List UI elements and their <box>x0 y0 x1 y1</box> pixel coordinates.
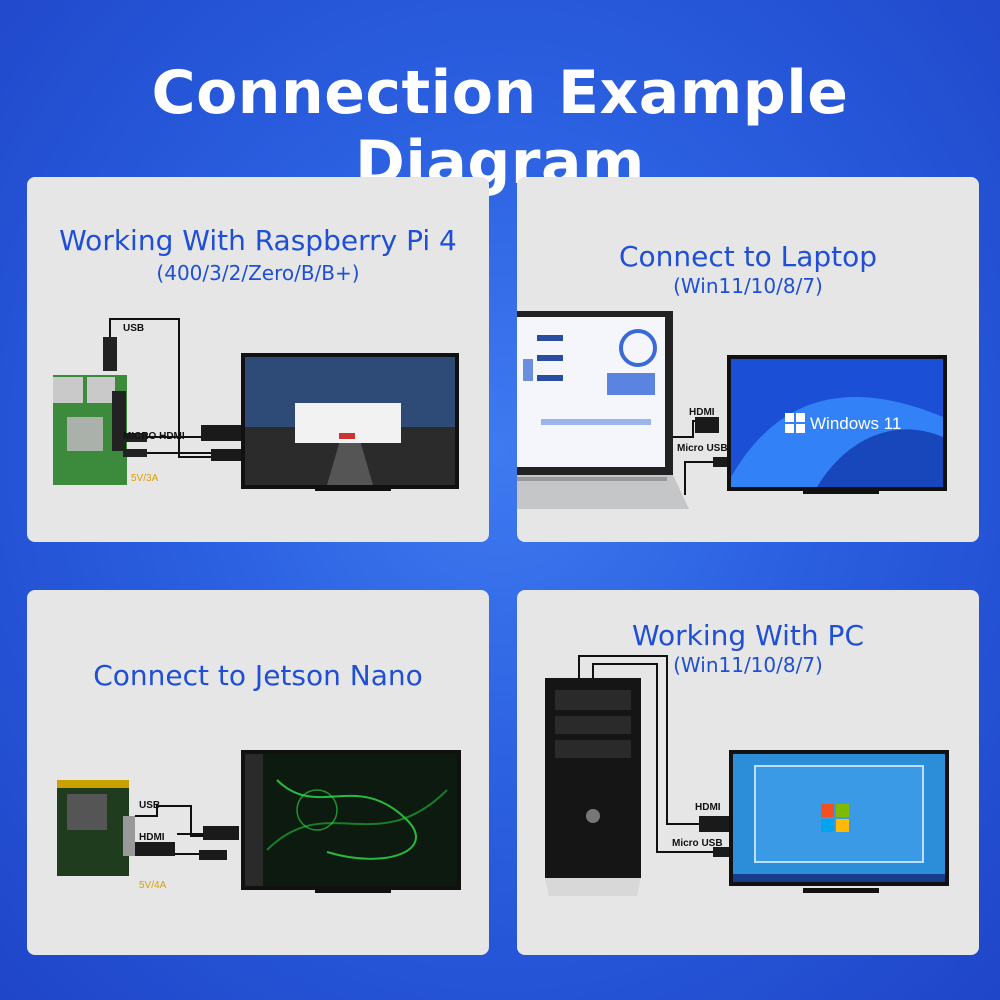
label-power: 5V/3A <box>131 473 159 484</box>
pc-illustration <box>545 655 949 896</box>
laptop-base <box>517 475 689 509</box>
label-hdmi: HDMI <box>689 407 715 418</box>
jetson-nano-illustration <box>57 750 461 893</box>
micro-usb-plug <box>713 457 727 467</box>
micro-usb-plug <box>713 847 729 857</box>
card-laptop: Connect to Laptop (Win11/10/8/7) Windows… <box>517 177 979 542</box>
label-micro-hdmi: MICRO HDMI <box>123 431 185 442</box>
screen-text-windows: Windows 11 <box>810 414 902 433</box>
hdmi-plug <box>699 816 729 832</box>
page-title: Connection Example Diagram <box>151 58 849 198</box>
label-hdmi: HDMI <box>139 832 165 843</box>
hdmi-plug <box>203 826 239 840</box>
card-pc: Working With PC (Win11/10/8/7) HDMI Micr… <box>517 590 979 955</box>
card-title-jetson-nano: Connect to Jetson Nano <box>93 659 423 692</box>
card-subtitle-laptop: (Win11/10/8/7) <box>673 274 823 298</box>
card-subtitle-raspberry-pi: (400/3/2/Zero/B/B+) <box>156 261 360 285</box>
card-title-raspberry-pi: Working With Raspberry Pi 4 <box>59 224 457 257</box>
card-jetson-nano: Connect to Jetson Nano USB HDMI 5V/4A <box>27 590 489 955</box>
label-hdmi: HDMI <box>695 802 721 813</box>
label-usb: USB <box>123 323 145 334</box>
usb-plug <box>199 850 227 860</box>
usb-plug <box>103 337 117 371</box>
pc-tower <box>545 678 641 878</box>
label-micro-usb: Micro USB <box>672 838 723 849</box>
card-title-pc: Working With PC <box>631 619 864 652</box>
label-power: 5V/4A <box>139 880 167 891</box>
label-usb: USB <box>139 800 161 811</box>
micro-hdmi-plug <box>123 433 147 442</box>
hdmi-plug <box>695 417 719 433</box>
label-micro-usb: Micro USB <box>677 443 728 454</box>
card-subtitle-pc: (Win11/10/8/7) <box>673 653 823 677</box>
raspberry-pi-illustration <box>53 318 459 491</box>
card-title-laptop: Connect to Laptop <box>618 240 878 273</box>
card-raspberry-pi: Working With Raspberry Pi 4 (400/3/2/Zer… <box>27 177 489 542</box>
laptop-illustration <box>517 311 947 509</box>
